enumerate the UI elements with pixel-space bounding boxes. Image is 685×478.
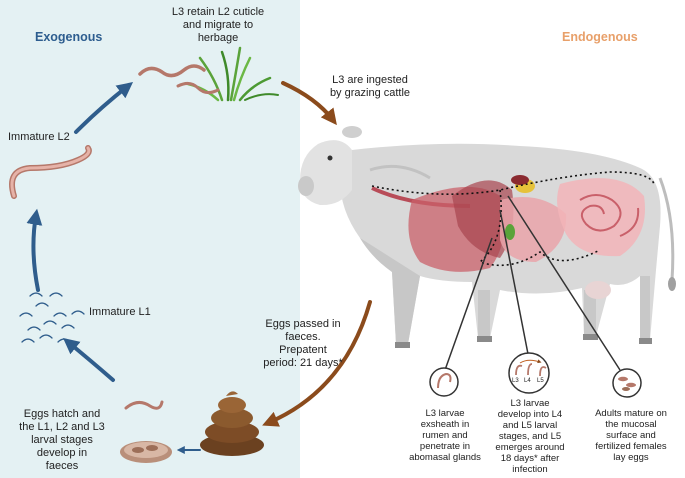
intestines [557,178,645,257]
callout-adults-circle [612,368,642,398]
eggs-passed-line: Eggs passed in [265,318,341,330]
exsheath-line: penetrate in [419,441,471,452]
cow-organs [371,171,655,272]
callout-develop-circle [508,352,550,394]
eggs-passed-line: Prepatent [279,344,327,356]
l3-herbage-line: and migrate to [182,19,254,31]
adults-line: the mucosal [605,419,657,430]
exsheath-line: exsheath in [420,419,470,430]
develop-callout-label: L3 larvae develop into L4 and L5 larval … [484,398,576,475]
eggs-hatch-line: faeces [45,460,79,472]
adults-callout-label: Adults mature on the mucosal surface and… [582,408,680,463]
develop-line: emerges around [495,442,565,453]
l3-herbage-line: L3 retain L2 cuticle [171,6,265,18]
develop-line: and L5 larval [502,420,558,431]
ingestion-arrows [262,81,372,427]
l3-larvae-icon [138,64,220,95]
exsheath-callout-label: L3 larvae exsheath in rumen and penetrat… [400,408,490,463]
develop-line: 18 days* after [500,453,560,464]
arrow-cattle-to-faeces [262,300,372,427]
parasite-route [371,171,655,195]
eggs-dish-icon [120,400,172,463]
faeces-icon [200,391,264,456]
eggs-hatch-line: larval stages [31,434,93,446]
l3-ingested-label: L3 are ingested by grazing cattle [310,74,430,100]
eggs-hatch-label: Eggs hatch and the L1, L2 and L3 larval … [4,408,120,473]
exsheath-line: rumen and [422,430,468,441]
immature-l1-worms-icon [19,292,85,343]
eggs-hatch-line: the L1, L2 and L3 [19,421,105,433]
adults-line: surface and [606,430,656,441]
immature-l2-label: Immature L2 [8,131,70,143]
callout-exsheath-circle [429,367,459,397]
stage-tag-l5: L5 [537,378,544,384]
develop-line: infection [512,464,548,475]
develop-line: develop into L4 [497,409,563,420]
arrow-l2-to-herbage [74,82,134,134]
eggs-passed-label: Eggs passed in faeces. Prepatent period:… [248,318,358,370]
l3-herbage-label: L3 retain L2 cuticle and migrate to herb… [148,6,288,45]
develop-line: L3 larvae [510,398,550,409]
exsheath-line: L3 larvae [425,408,465,419]
exogenous-cycle-arrows [26,82,201,454]
eggs-hatch-line: Eggs hatch and [23,408,101,420]
exsheath-line: abomasal glands [409,452,481,463]
stage-tag-l3: L3 [512,378,519,384]
l3-ingested-line: L3 are ingested [332,74,408,86]
adults-line: Adults mature on [595,408,667,419]
arrow-eggs-to-l1 [63,337,115,382]
adults-line: lay eggs [613,452,649,463]
adults-line: fertilized females [595,441,667,452]
endogenous-header: Endogenous [562,30,638,44]
develop-line: stages, and L5 [498,431,562,442]
arrow-herbage-to-cattle [281,81,337,126]
abomasum [500,197,567,262]
eggs-hatch-line: develop in [36,447,88,459]
l3-ingested-line: by grazing cattle [329,87,411,99]
eggs-passed-line: faeces. [285,331,321,343]
immature-l1-label: Immature L1 [89,306,151,318]
exogenous-panel [0,0,300,478]
l3-herbage-line: herbage [197,32,239,44]
arrow-l1-to-l2 [26,208,43,292]
stage-tag-l4: L4 [524,378,531,384]
immature-l2-worm-icon [9,145,92,199]
reticulum [452,180,514,258]
eggs-passed-line: period: 21 days* [263,357,343,369]
callout-lines [444,195,621,371]
exogenous-header: Exogenous [35,30,103,44]
